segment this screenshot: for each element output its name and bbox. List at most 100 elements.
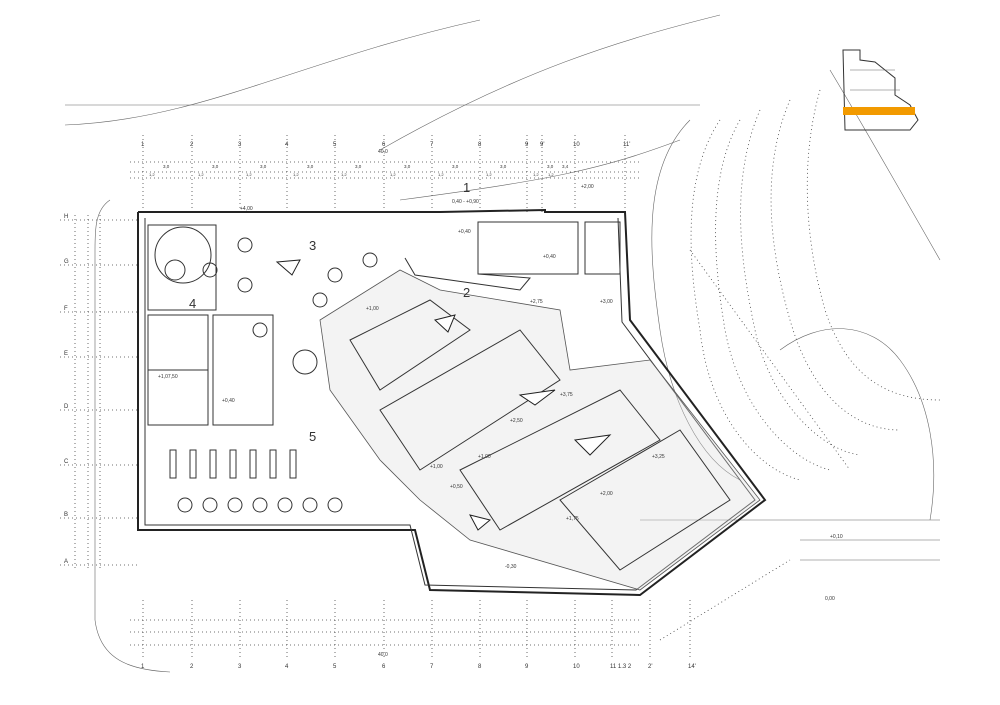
grid-label-bottom: 1 — [141, 664, 145, 670]
elev-1: +1,00 — [366, 306, 379, 312]
table — [202, 497, 218, 513]
sub-dimension-label: 1,2 — [246, 172, 252, 177]
exhibition-hall — [275, 259, 761, 591]
grid-label-top: 6 — [382, 142, 386, 148]
dimension-label: 3,0 — [355, 164, 362, 169]
elev-5: +2,50 — [510, 418, 523, 424]
grid-label-top: 10 — [573, 142, 580, 148]
dimension-label: 3,4 — [562, 164, 569, 169]
grid-label-bottom: 9 — [525, 664, 529, 670]
elev-4: +3,75 — [560, 392, 573, 398]
grid-label-row: C — [64, 459, 69, 465]
sub-dimension-label: 1,2 — [533, 172, 539, 177]
elev-10: +1,75 — [566, 516, 579, 522]
grid-label-bottom: 11 1.3 2 — [610, 664, 632, 670]
sub-dimension-label: 1,2 — [198, 172, 204, 177]
elev-lift: +0,40 — [222, 398, 235, 404]
table — [237, 277, 253, 293]
section-thumbnail — [842, 49, 919, 131]
dimension-label: 3,0 — [404, 164, 411, 169]
elev-7: +0,50 — [450, 484, 463, 490]
table — [312, 292, 328, 308]
bookshelf — [189, 449, 197, 479]
bookshelf — [169, 449, 177, 479]
dimension-label: 3,0 — [260, 164, 267, 169]
sub-dimension-label: 1,2 — [486, 172, 492, 177]
table — [237, 237, 253, 253]
grid-label-row: F — [64, 306, 68, 312]
elev-top-left: +4,00 — [240, 206, 253, 212]
bookshelf — [209, 449, 217, 479]
table — [277, 497, 293, 513]
grid-label-top: 7 — [430, 142, 434, 148]
row-grid: H G F E D C B A — [60, 214, 140, 566]
grid-label-bottom: 8 — [478, 664, 482, 670]
grid-label-bottom: 7 — [430, 664, 434, 670]
dimension-lines — [74, 161, 851, 646]
elev-12: -0,30 — [505, 564, 517, 570]
table — [202, 262, 218, 278]
sub-dimension-label: 1,2 — [293, 172, 299, 177]
grid-label-top: 1 — [141, 142, 145, 148]
grid-label-row: D — [64, 404, 69, 410]
bookshelf — [269, 449, 277, 479]
elev-wc: +1,07,50 — [158, 374, 178, 380]
grid-label-row: H — [64, 214, 68, 220]
grid-label-top: 2 — [190, 142, 194, 148]
elev-6: +1,00 — [430, 464, 443, 470]
table — [362, 252, 378, 268]
elev-9: +2,00 — [600, 491, 613, 497]
grid-label-top: 9 — [525, 142, 529, 148]
room-label-5: 5 — [309, 429, 316, 444]
table — [227, 497, 243, 513]
grid-label-bottom: 3 — [238, 664, 242, 670]
grid-label-row: E — [64, 351, 68, 357]
sub-dimension-label: 1,2 — [438, 172, 444, 177]
dimension-label: 3,0 — [452, 164, 459, 169]
overall-dim-top: 40,0 — [378, 149, 388, 155]
bookshelf — [229, 449, 237, 479]
room-label-2: 2 — [463, 285, 470, 300]
dimension-label: 3,0 — [212, 164, 219, 169]
elev-14: 0,00 — [825, 596, 835, 602]
elev-hall: +0,40 — [543, 254, 556, 260]
sub-dimension-label: 1,2 — [390, 172, 396, 177]
grid-label-bottom: 4 — [285, 664, 289, 670]
room-label-4: 4 — [189, 296, 196, 311]
room-labels: 1 2 3 4 5 — [189, 180, 470, 444]
grid-label-top: 3 — [238, 142, 242, 148]
room-label-1: 1 — [463, 180, 470, 195]
dimension-label: 3,0 — [307, 164, 314, 169]
grid-label-row: B — [64, 512, 68, 518]
table — [252, 497, 268, 513]
site-contours — [64, 14, 941, 673]
room-label-3: 3 — [309, 238, 316, 253]
sub-dimension-label: 1,2 — [548, 172, 554, 177]
grid-label-bottom: 2' — [648, 664, 652, 670]
table — [302, 497, 318, 513]
elev-11: +1,00 — [478, 454, 491, 460]
elev-2: +2,75 — [530, 299, 543, 305]
grid-label-top: 4 — [285, 142, 289, 148]
grid-label-top: 11' — [623, 142, 630, 148]
building-walls — [137, 208, 767, 597]
elev-top-right: +2,00 — [581, 184, 594, 190]
grid-label-top: 5 — [333, 142, 337, 148]
elev-8: +3,25 — [652, 454, 665, 460]
grid-label-bottom: 2 — [190, 664, 194, 670]
table — [177, 497, 193, 513]
grid-label-bottom: 6 — [382, 664, 386, 670]
dimension-label: 3,0 — [163, 164, 170, 169]
grid-label-top: 8 — [478, 142, 482, 148]
elev-entrance: 0,40 - +0,90 — [452, 199, 479, 205]
elev-stair: +0,40 — [458, 229, 471, 235]
grid-label-bottom: 10 — [573, 664, 580, 670]
grid-label-row: G — [64, 259, 69, 265]
grid-label-row: A — [64, 559, 68, 565]
furniture — [154, 226, 378, 513]
sub-dimension-label: 1,2 — [149, 172, 155, 177]
elev-3: +3,00 — [600, 299, 613, 305]
overall-dim-bottom: 40,0 — [378, 652, 388, 658]
